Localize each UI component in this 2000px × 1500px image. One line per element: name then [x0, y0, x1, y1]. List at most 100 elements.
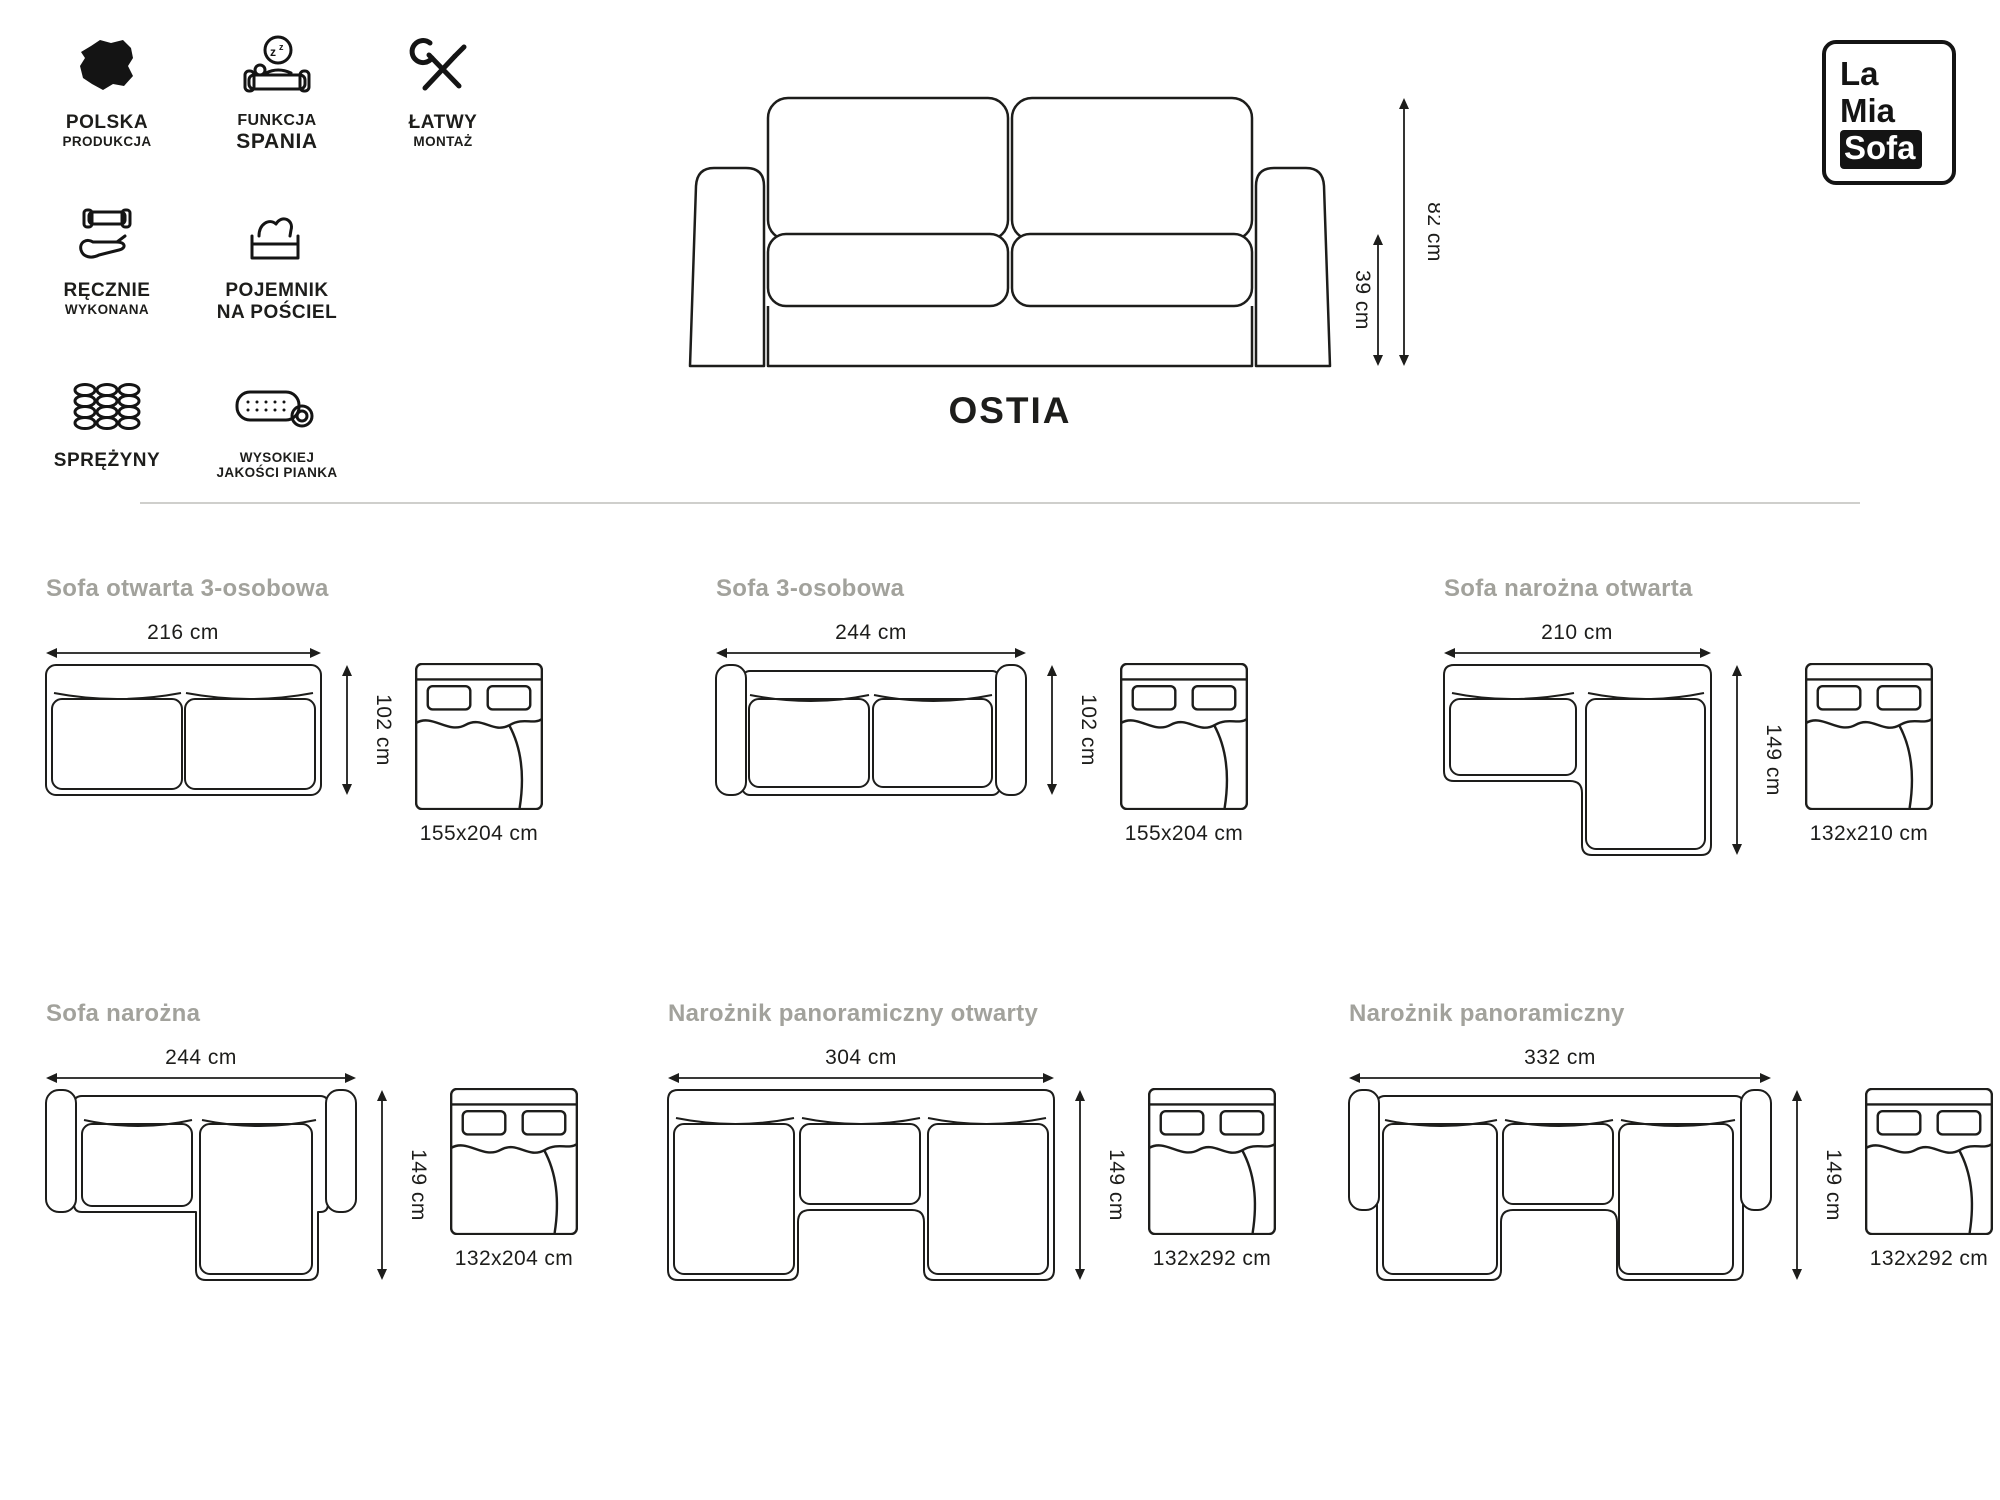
features-panel: POLSKA PRODUKCJA z z FUNKCJA SPANIA — [28, 34, 518, 480]
feature-polska-produkcja: POLSKA PRODUKCJA — [28, 34, 186, 154]
depth-label: 149 cm — [1822, 1149, 1843, 1221]
sofa-shape — [1443, 664, 1712, 856]
brand-line-3: Sofa — [1840, 129, 1922, 169]
feature-label: ŁATWY — [408, 112, 478, 133]
sofa-shape — [715, 664, 1027, 796]
brand-line-1: La — [1840, 55, 1879, 92]
bed-top-view-icon — [1865, 1088, 1993, 1235]
feature-label: WYSOKIEJ — [239, 450, 315, 465]
feature-sublabel: JAKOŚCI PIANKA — [216, 465, 338, 480]
width-label: 244 cm — [165, 1046, 237, 1069]
sofa-top-view: 244 cm 149 cm — [45, 1046, 428, 1281]
feature-sublabel: MONTAŻ — [413, 134, 473, 149]
feature-sublabel: SPANIA — [236, 130, 318, 153]
bed-size-label: 132x292 cm — [1869, 1247, 1989, 1270]
depth-label: 102 cm — [372, 694, 393, 766]
depth-dimension: 149 cm — [1075, 1090, 1126, 1280]
feature-latwy-montaz: ŁATWY MONTAŻ — [368, 34, 518, 154]
bed-top-view-icon — [450, 1088, 578, 1235]
width-dimension: 216 cm — [46, 621, 321, 658]
width-dimension: 210 cm — [1444, 621, 1711, 658]
section-divider — [140, 502, 1860, 504]
back-cushion — [1010, 96, 1254, 242]
feature-wysokiej-jakosci-pianka: WYSOKIEJ JAKOŚCI PIANKA — [192, 372, 362, 480]
config-sofa-3-osobowa: Sofa 3-osobowa 244 cm — [712, 575, 1248, 846]
seat-cushion — [766, 232, 1010, 308]
bed-block: 155x204 cm — [1120, 663, 1248, 846]
bed-block: 132x210 cm — [1805, 663, 1933, 846]
bed-block: 132x292 cm — [1865, 1088, 1993, 1271]
easy-assembly-icon — [409, 38, 467, 91]
width-dimension: 244 cm — [716, 621, 1026, 658]
seat-cushion — [1010, 232, 1254, 308]
feature-label: POJEMNIK — [225, 280, 329, 301]
feature-sprezyny: SPRĘŻYNY — [28, 372, 186, 480]
handmade-icon — [79, 208, 132, 259]
total-height-label: 82 cm — [1423, 202, 1440, 262]
width-label: 332 cm — [1524, 1046, 1596, 1069]
sofa-shape — [45, 664, 322, 796]
bed-block: 155x204 cm — [415, 663, 543, 846]
armrest-right — [1254, 166, 1332, 368]
bed-top-view-icon — [415, 663, 543, 810]
config-title: Sofa otwarta 3-osobowa — [46, 575, 329, 602]
bed-size-label: 155x204 cm — [419, 822, 539, 845]
sofa-top-view: 332 cm 149 cm — [1348, 1046, 1843, 1281]
feature-label: FUNKCJA — [237, 112, 317, 129]
width-label: 216 cm — [147, 621, 219, 644]
bed-top-view-icon — [1148, 1088, 1276, 1235]
feature-sublabel: NA POŚCIEL — [216, 302, 338, 323]
feature-label: SPRĘŻYNY — [53, 450, 161, 471]
depth-label: 149 cm — [1105, 1149, 1126, 1221]
config-title: Sofa narożna otwarta — [1444, 575, 1693, 602]
back-cushion — [766, 96, 1010, 242]
depth-dimension: 102 cm — [1047, 665, 1098, 795]
feature-recznie-wykonana: RĘCZNIE WYKONANA — [28, 202, 186, 324]
config-title: Narożnik panoramiczny otwarty — [668, 1000, 1039, 1027]
depth-label: 149 cm — [1762, 724, 1783, 796]
width-dimension: 332 cm — [1349, 1046, 1771, 1083]
bed-size-label: 132x204 cm — [454, 1247, 574, 1270]
poland-map-icon — [80, 40, 133, 90]
springs-icon — [73, 383, 141, 430]
feature-pojemnik-na-posciel: POJEMNIK NA POŚCIEL — [192, 202, 362, 324]
bed-block: 132x292 cm — [1148, 1088, 1276, 1271]
depth-dimension: 149 cm — [1792, 1090, 1843, 1280]
config-sofa-narozna-otwarta: Sofa narożna otwarta 210 cm — [1440, 575, 1933, 861]
depth-label: 149 cm — [407, 1149, 428, 1221]
depth-dimension: 149 cm — [377, 1090, 428, 1280]
bed-top-view-icon — [1120, 663, 1248, 810]
config-title: Narożnik panoramiczny — [1349, 1000, 1625, 1027]
feature-label: POLSKA — [65, 112, 149, 133]
sofa-top-view: 210 cm 149 cm — [1443, 621, 1783, 856]
armrest-left — [688, 166, 766, 368]
depth-dimension: 149 cm — [1732, 665, 1783, 855]
config-sofa-narozna: Sofa narożna 244 cm — [42, 1000, 578, 1286]
feature-label: RĘCZNIE — [63, 280, 151, 301]
sofa-shape — [1348, 1089, 1772, 1281]
feature-funkcja-spania: z z FUNKCJA SPANIA — [192, 34, 362, 154]
sofa-shape — [667, 1089, 1055, 1281]
feature-sublabel: WYKONANA — [64, 302, 150, 317]
config-title: Sofa narożna — [46, 1000, 201, 1027]
sofa-base — [766, 306, 1254, 368]
svg-text:z: z — [270, 45, 276, 59]
total-height-dimension: 82 cm — [1399, 98, 1440, 366]
bed-size-label: 132x210 cm — [1809, 822, 1929, 845]
config-naroznik-panoramiczny: Narożnik panoramiczny 332 cm — [1345, 1000, 1993, 1286]
bed-size-label: 155x204 cm — [1124, 822, 1244, 845]
foam-quality-icon — [235, 390, 314, 428]
sofa-top-view: 304 cm 149 cm — [667, 1046, 1126, 1281]
sofa-shape — [45, 1089, 357, 1281]
config-sofa-otwarta-3-osobowa: Sofa otwarta 3-osobowa 216 cm — [42, 575, 543, 846]
depth-dimension: 102 cm — [342, 665, 393, 795]
width-label: 210 cm — [1541, 621, 1613, 644]
seat-height-label: 39 cm — [1351, 270, 1374, 330]
sofa-front-view-diagram: 39 cm 82 cm — [688, 96, 1440, 368]
width-label: 244 cm — [835, 621, 907, 644]
width-label: 304 cm — [825, 1046, 897, 1069]
product-title: OSTIA — [948, 390, 1072, 431]
depth-label: 102 cm — [1077, 694, 1098, 766]
bed-size-label: 132x292 cm — [1152, 1247, 1272, 1270]
feature-sublabel: PRODUKCJA — [62, 134, 152, 149]
